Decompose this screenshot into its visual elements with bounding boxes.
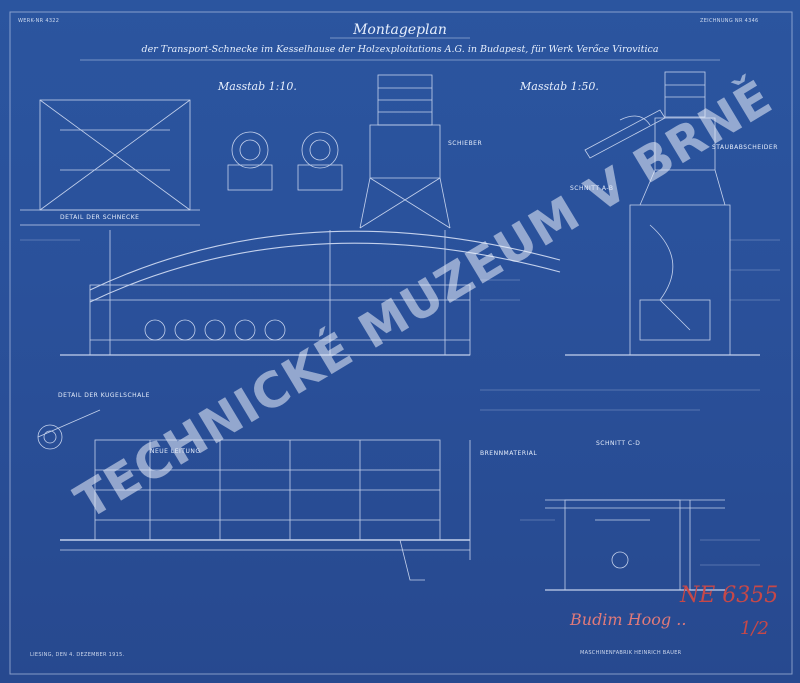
staubabscheider-tower-right (565, 71, 760, 356)
inventory-number: NE 6355 (680, 583, 779, 608)
label-schieber: SCHIEBER (448, 140, 483, 147)
corner-right-note: ZEICHNUNG NR 4346 (700, 18, 759, 24)
staubabscheider-tower-left (359, 74, 451, 229)
label-staubabscheider: STAUBABSCHEIDER (712, 144, 778, 151)
date-note: LIESING, DEN 4. DEZEMBER 1915. (30, 652, 125, 658)
drawing-subtitle: der Transport-Schnecke im Kesselhause de… (141, 44, 659, 55)
schnitt-cd-drawing (545, 499, 725, 591)
scale-left-label: Masstab 1:10. (218, 80, 297, 93)
corner-left-note: WERK-NR 4322 (18, 18, 60, 24)
label-schnitt-ab: SCHNITT A-B (570, 185, 614, 192)
scale-right-label: Masstab 1:50. (520, 80, 599, 93)
detail-schnecke-drawing (20, 99, 200, 226)
kugel-details (227, 131, 343, 191)
maker-note: MASCHINENFABRIK HEINRICH BAUER (580, 650, 682, 656)
drawing-title: Montageplan (353, 22, 447, 38)
lower-section-view (37, 409, 471, 581)
label-detail-schnecke: DETAIL DER SCHNECKE (60, 214, 140, 221)
label-schnitt-cd: SCHNITT C-D (596, 440, 641, 447)
label-brennmaterial: BRENNMATERIAL (480, 450, 538, 457)
inventory-sub: 1/2 (740, 618, 769, 639)
transport-conveyor-arc (89, 230, 561, 303)
label-neue-leitung: NEUE LEITUNG (150, 448, 201, 455)
handwritten-signature: Budim Hoog .. (570, 610, 687, 629)
label-detail-kugel: DETAIL DER KUGELSCHALE (58, 392, 150, 399)
upper-conveyor-housing (60, 230, 471, 356)
